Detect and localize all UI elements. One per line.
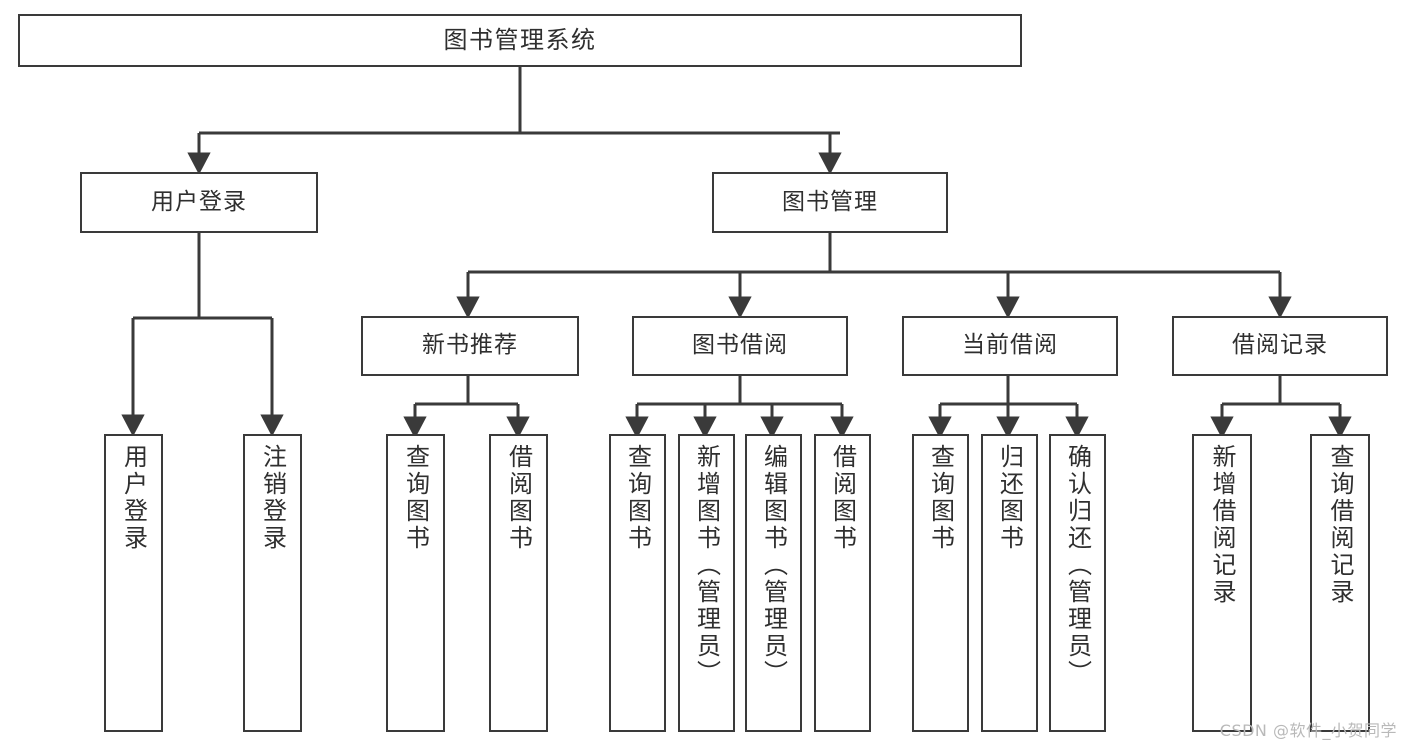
node-leaf-user-login-label: 用户登录: [119, 444, 148, 552]
node-current-borrow-label: 当前借阅: [962, 332, 1058, 359]
node-book-borrow-label: 图书借阅: [692, 332, 788, 359]
node-leaf-borrow-book-2-label: 借阅图书: [828, 444, 857, 552]
node-borrow-record-label: 借阅记录: [1232, 332, 1328, 359]
node-leaf-query-borrow-record[interactable]: 查询借阅记录: [1310, 434, 1370, 732]
node-leaf-borrow-book-1[interactable]: 借阅图书: [489, 434, 548, 732]
node-leaf-query-book-3-label: 查询图书: [926, 444, 955, 552]
node-leaf-borrow-book-2[interactable]: 借阅图书: [814, 434, 871, 732]
node-book-manage-label: 图书管理: [782, 188, 878, 215]
node-leaf-add-borrow-record[interactable]: 新增借阅记录: [1192, 434, 1252, 732]
node-leaf-query-book-2-label: 查询图书: [623, 444, 652, 552]
node-leaf-borrow-book-1-label: 借阅图书: [504, 444, 533, 552]
csdn-watermark: CSDN @软件_小贺同学: [1219, 721, 1397, 740]
node-leaf-logout-label: 注销登录: [258, 444, 287, 552]
node-root-system[interactable]: 图书管理系统: [18, 14, 1022, 67]
node-leaf-query-borrow-record-label: 查询借阅记录: [1326, 444, 1354, 606]
node-leaf-query-book-1-label: 查询图书: [401, 444, 430, 552]
node-leaf-edit-book-label: 编辑图书（管理员）: [759, 444, 788, 687]
node-leaf-add-book[interactable]: 新增图书（管理员）: [678, 434, 735, 732]
node-leaf-return-book[interactable]: 归还图书: [981, 434, 1038, 732]
node-borrow-record[interactable]: 借阅记录: [1172, 316, 1388, 376]
node-user-login-label: 用户登录: [151, 188, 247, 215]
node-leaf-query-book-1[interactable]: 查询图书: [386, 434, 445, 732]
node-leaf-query-book-2[interactable]: 查询图书: [609, 434, 666, 732]
node-user-login[interactable]: 用户登录: [80, 172, 318, 233]
node-book-borrow[interactable]: 图书借阅: [632, 316, 848, 376]
node-leaf-logout[interactable]: 注销登录: [243, 434, 302, 732]
node-leaf-return-book-label: 归还图书: [995, 444, 1024, 552]
node-leaf-confirm-return[interactable]: 确认归还（管理员）: [1049, 434, 1106, 732]
node-root-system-label: 图书管理系统: [443, 26, 597, 55]
node-leaf-add-borrow-record-label: 新增借阅记录: [1208, 444, 1236, 606]
node-leaf-user-login[interactable]: 用户登录: [104, 434, 163, 732]
node-leaf-query-book-3[interactable]: 查询图书: [912, 434, 969, 732]
node-leaf-add-book-label: 新增图书（管理员）: [692, 444, 721, 687]
node-current-borrow[interactable]: 当前借阅: [902, 316, 1118, 376]
node-leaf-edit-book[interactable]: 编辑图书（管理员）: [745, 434, 802, 732]
node-book-manage[interactable]: 图书管理: [712, 172, 948, 233]
node-leaf-confirm-return-label: 确认归还（管理员）: [1063, 444, 1092, 687]
node-new-book-recommend-label: 新书推荐: [422, 332, 518, 359]
node-new-book-recommend[interactable]: 新书推荐: [361, 316, 579, 376]
